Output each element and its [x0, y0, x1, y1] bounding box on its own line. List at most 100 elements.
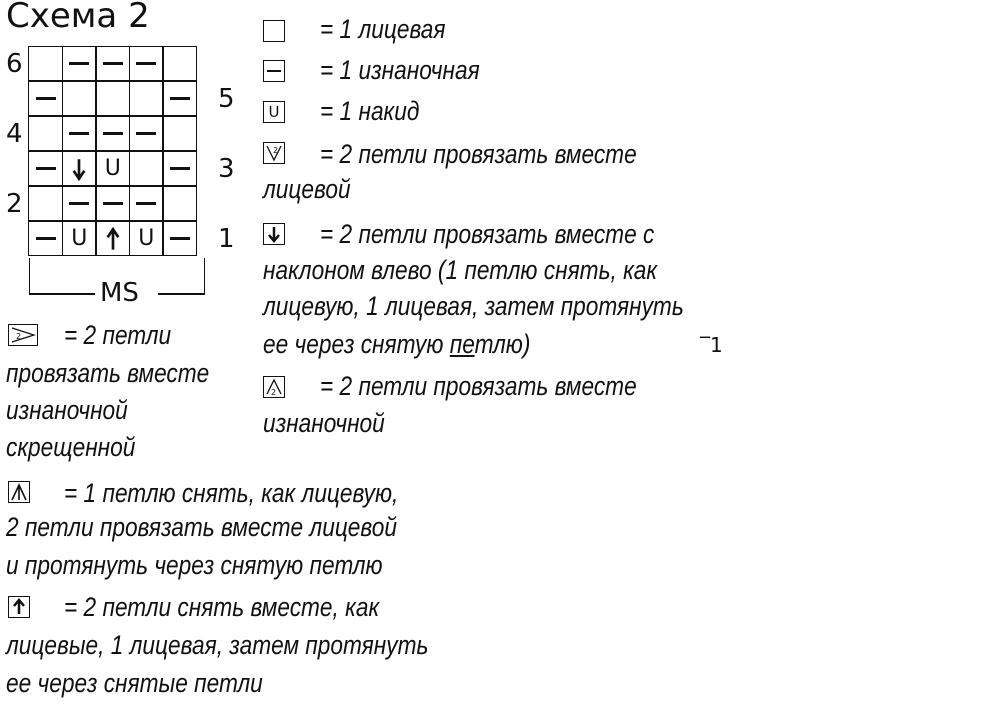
chart-cell: [28, 151, 64, 187]
legend-k2tog-text-1: = 2 петли провязать вместе: [320, 139, 637, 169]
chart-cell: [162, 116, 198, 152]
purl-dash-icon: [69, 132, 90, 136]
chart-cell: [28, 81, 64, 117]
row-number: 5: [218, 84, 235, 114]
arrow-up-icon: [106, 226, 120, 250]
ssk-text-underlined: пе: [449, 329, 475, 359]
purl-dash-icon: [35, 97, 56, 101]
chart-cell: [162, 221, 198, 257]
chart-row: U: [28, 151, 205, 187]
chart-row: [28, 81, 205, 117]
chart-row: [28, 116, 205, 152]
chart-cell: [95, 186, 131, 222]
purl-dash-icon: [136, 62, 157, 66]
chart-cell: [95, 221, 131, 257]
ssk-arrow-down-icon: [263, 223, 285, 245]
legend-s2kp-text-3: ее через снятые петли: [6, 668, 263, 698]
legend-s2kp-text-2: лицевые, 1 лицевая, затем протянуть: [6, 630, 429, 660]
purl-dash-icon: [102, 202, 123, 206]
svg-text:2: 2: [271, 388, 276, 396]
purl-dash-icon: [169, 237, 190, 241]
knit-symbol-icon: [263, 20, 285, 42]
chart-cell: [61, 81, 97, 117]
chart-cell: U: [61, 221, 97, 257]
legend-p2tog-text-2: изнаночной: [263, 408, 385, 438]
chart-cell: [28, 221, 64, 257]
chart-row: [28, 186, 205, 222]
chart-cell: [61, 116, 97, 152]
repeat-line-right: [158, 293, 205, 295]
chart-title: Схема 2: [6, 0, 150, 36]
chart-cell: [128, 81, 164, 117]
chart-cell: [61, 46, 97, 82]
yarn-over-symbol-icon: U: [263, 101, 285, 123]
chart-cell: [162, 186, 198, 222]
stray-mark: ‾1: [700, 333, 723, 357]
legend-p2tog-tbl-text-2: провязать вместе: [6, 358, 210, 388]
ssk-text-suffix: тлю): [474, 329, 531, 359]
chart-row: [28, 46, 205, 82]
legend-yarn-over-text: = 1 накид: [320, 96, 420, 126]
chart-cell: [28, 116, 64, 152]
chart-cell: [95, 116, 131, 152]
chart-cell: U: [128, 221, 164, 257]
s2kp-arrow-up-icon: [8, 596, 30, 618]
chart-cell: [61, 151, 97, 187]
chart-cell: [162, 81, 198, 117]
legend-sk2p-text-3: и протянуть через снятую петлю: [6, 550, 383, 580]
purl-dash-icon: [102, 132, 123, 136]
repeat-label: MS: [100, 278, 139, 308]
repeat-box: [29, 258, 205, 295]
purl-dash-icon: [102, 62, 123, 66]
row-number: 4: [6, 119, 23, 149]
legend-ssk-text-3: лицевую, 1 лицевая, затем протянуть: [263, 291, 684, 321]
row-number: 6: [6, 49, 23, 79]
chart-cell: [95, 81, 131, 117]
chart-cell: [128, 151, 164, 187]
chart-cell: [162, 151, 198, 187]
purl-dash-icon: [136, 132, 157, 136]
chart-cell: [28, 186, 64, 222]
legend-p2tog-tbl-text-4: скрещенной: [6, 432, 136, 462]
chart-cell: [128, 186, 164, 222]
repeat-line-left: [29, 293, 95, 295]
svg-text:2: 2: [273, 146, 278, 155]
purl-dash-icon: [35, 167, 56, 171]
chart-cell: U: [95, 151, 131, 187]
legend-k2tog-text-2: лицевой: [263, 174, 351, 204]
legend-sk2p-text-2: 2 петли провязать вместе лицевой: [6, 512, 397, 542]
purl-dash-icon: [35, 237, 56, 241]
chart-cell: [162, 46, 198, 82]
legend-ssk-text-1: = 2 петли провязать вместе с: [320, 219, 655, 249]
purl-dash-icon: [69, 62, 90, 66]
legend-p2tog-tbl-text-3: изнаночной: [6, 395, 128, 425]
chart-cell: [61, 186, 97, 222]
legend-p2tog-tbl-text-1: = 2 петли: [64, 320, 172, 350]
row-number: 1: [218, 224, 235, 254]
chart-cell: [28, 46, 64, 82]
row-number: 2: [6, 189, 23, 219]
legend-p2tog-text-1: = 2 петли провязать вместе: [320, 371, 637, 401]
legend-ssk-text-2: наклоном влево (1 петлю снять, как: [263, 255, 658, 285]
purl-dash-icon: [136, 202, 157, 206]
ssk-text-prefix: ее через снятую: [263, 329, 450, 359]
svg-text:2: 2: [16, 332, 21, 341]
p2tog-symbol-icon: 2: [263, 376, 285, 398]
purl-dash-icon: [169, 167, 190, 171]
legend-knit-text: = 1 лицевая: [320, 14, 446, 44]
legend-s2kp-text-1: = 2 петли снять вместе, как: [64, 592, 380, 622]
sk2p-symbol-icon: [8, 481, 30, 503]
k2tog-symbol-icon: 2: [263, 142, 285, 164]
row-number: 3: [218, 154, 235, 184]
purl-symbol-icon: [263, 60, 285, 82]
legend-ssk-text-4: ее через снятую петлю): [263, 327, 530, 361]
chart-cell: [128, 46, 164, 82]
p2tog-tbl-symbol-icon: 2: [8, 324, 38, 346]
purl-dash-icon: [69, 202, 90, 206]
arrow-down-icon: [72, 158, 86, 181]
chart-cell: [95, 46, 131, 82]
legend-sk2p-text-1: = 1 петлю снять, как лицевую,: [64, 478, 399, 508]
purl-dash-icon: [169, 97, 190, 101]
